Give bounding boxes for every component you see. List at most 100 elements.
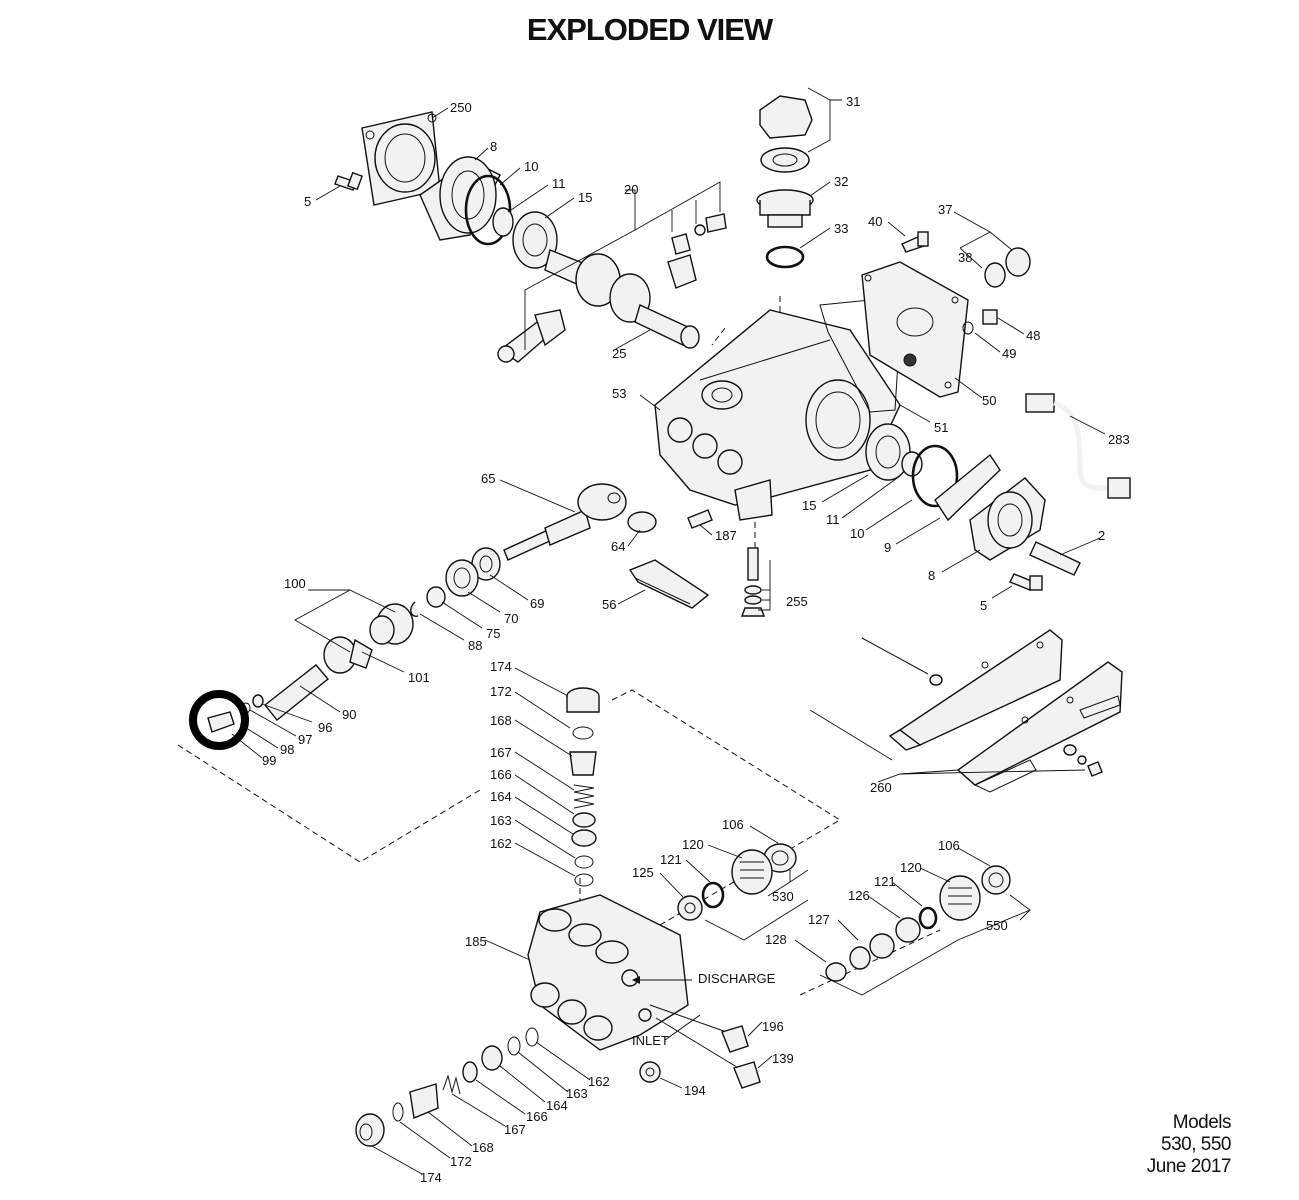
page-title: EXPLODED VIEW bbox=[526, 12, 773, 47]
label-33: 33 bbox=[834, 221, 848, 236]
plug-174 bbox=[566, 687, 600, 713]
retainer-120-550 bbox=[939, 875, 981, 921]
label-174-bottom: 174 bbox=[420, 1170, 442, 1185]
label-97: 97 bbox=[298, 732, 312, 747]
label-550: 550 bbox=[986, 918, 1008, 933]
bearing-15-right bbox=[865, 423, 911, 481]
label-15-right: 15 bbox=[802, 498, 816, 513]
washer-96 bbox=[252, 694, 264, 708]
leader-lines bbox=[231, 87, 1106, 1175]
seal-125-530 bbox=[677, 895, 703, 921]
label-168: 168 bbox=[490, 713, 512, 728]
manifold-rods bbox=[649, 1004, 746, 1073]
label-121-530: 121 bbox=[660, 852, 682, 867]
plug-37-38 bbox=[984, 247, 1031, 288]
valve-retainer-168 bbox=[569, 751, 597, 776]
label-56: 56 bbox=[602, 597, 616, 612]
seal-126-550 bbox=[895, 917, 921, 943]
label-11-right: 11 bbox=[826, 512, 840, 527]
valve-retainer-168-bottom bbox=[409, 1083, 439, 1119]
seal-127b-550 bbox=[849, 946, 871, 970]
label-172-bottom: 172 bbox=[450, 1154, 472, 1169]
label-96: 96 bbox=[318, 720, 332, 735]
oring-33 bbox=[765, 245, 805, 269]
stud-187 bbox=[687, 509, 713, 529]
label-5: 5 bbox=[304, 194, 311, 209]
inlet-arrow bbox=[664, 1014, 701, 1041]
seal-127a-550 bbox=[869, 933, 895, 959]
label-106-530: 106 bbox=[722, 817, 744, 832]
label-168-bottom: 168 bbox=[472, 1140, 494, 1155]
label-9: 9 bbox=[884, 540, 891, 555]
washer-75 bbox=[426, 586, 446, 608]
label-90: 90 bbox=[342, 707, 356, 722]
label-530: 530 bbox=[772, 889, 794, 904]
label-164: 164 bbox=[490, 789, 512, 804]
label-174: 174 bbox=[490, 659, 512, 674]
valve-seat-164-bottom bbox=[481, 1045, 503, 1071]
rear-cover-250 bbox=[361, 111, 441, 206]
label-185: 185 bbox=[465, 934, 487, 949]
oring-172-bottom bbox=[392, 1102, 404, 1122]
label-196: 196 bbox=[762, 1019, 784, 1034]
label-164-bottom: 164 bbox=[546, 1098, 568, 1113]
crankcase-53 bbox=[654, 309, 901, 521]
label-98: 98 bbox=[280, 742, 294, 757]
label-167-bottom: 167 bbox=[504, 1122, 526, 1137]
spring-167-bottom bbox=[442, 1074, 461, 1095]
key-2 bbox=[1029, 541, 1081, 576]
oring-121-530 bbox=[701, 881, 725, 909]
pin-64 bbox=[627, 511, 657, 533]
retainer-120-530 bbox=[731, 849, 773, 895]
label-65: 65 bbox=[481, 471, 495, 486]
label-inlet: INLET bbox=[632, 1033, 669, 1048]
label-15: 15 bbox=[578, 190, 592, 205]
label-172: 172 bbox=[490, 684, 512, 699]
label-53: 53 bbox=[612, 386, 626, 401]
plunger-rod-65 bbox=[503, 483, 627, 561]
seal-holder-101 bbox=[323, 636, 373, 674]
label-75: 75 bbox=[486, 626, 500, 641]
seal-11 bbox=[492, 207, 514, 237]
rear-cover-50 bbox=[861, 261, 969, 398]
label-128-550: 128 bbox=[765, 932, 787, 947]
bolt-5-left bbox=[334, 171, 363, 191]
label-125-530: 125 bbox=[632, 865, 654, 880]
label-8: 8 bbox=[490, 139, 497, 154]
crankshaft-25 bbox=[512, 211, 700, 349]
backup-162 bbox=[574, 873, 594, 887]
label-11: 11 bbox=[552, 176, 566, 191]
valve-seat-164 bbox=[571, 829, 597, 847]
label-10: 10 bbox=[524, 159, 538, 174]
label-127-550: 127 bbox=[808, 912, 830, 927]
label-20: 20 bbox=[624, 182, 638, 197]
plug-174-bottom bbox=[355, 1113, 385, 1147]
oring-10-right bbox=[911, 444, 959, 508]
plug-32 bbox=[756, 189, 814, 228]
plunger-retainer-100 bbox=[369, 603, 414, 645]
bolt-40 bbox=[901, 231, 929, 253]
connecting-rods-20 bbox=[497, 213, 727, 363]
label-101: 101 bbox=[408, 670, 430, 685]
bolt-5-right bbox=[1009, 573, 1043, 591]
seal-70 bbox=[445, 559, 479, 597]
seal-106-550 bbox=[981, 865, 1011, 895]
label-2: 2 bbox=[1098, 528, 1105, 543]
discharge-arrow bbox=[632, 976, 692, 984]
label-10-right: 10 bbox=[850, 526, 864, 541]
label-121-550: 121 bbox=[874, 874, 896, 889]
drain-48-49 bbox=[962, 309, 998, 335]
manifold-185 bbox=[527, 894, 689, 1051]
label-50: 50 bbox=[982, 393, 996, 408]
label-49: 49 bbox=[1002, 346, 1016, 361]
label-100: 100 bbox=[284, 576, 306, 591]
models-heading: Models bbox=[1172, 1112, 1232, 1133]
label-260: 260 bbox=[870, 780, 892, 795]
valve-166-bottom bbox=[462, 1061, 478, 1083]
label-163-bottom: 163 bbox=[566, 1086, 588, 1101]
label-5-right: 5 bbox=[980, 598, 987, 613]
label-48: 48 bbox=[1026, 328, 1040, 343]
label-163: 163 bbox=[490, 813, 512, 828]
label-discharge: DISCHARGE bbox=[698, 971, 776, 986]
label-70: 70 bbox=[504, 611, 518, 626]
